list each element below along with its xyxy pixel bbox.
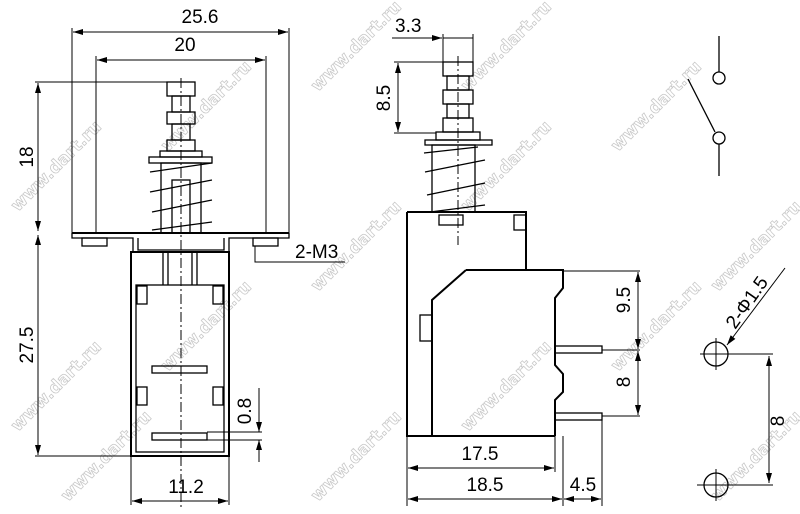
dim-pin-thickness: 0.8: [235, 398, 256, 424]
watermark-text: www.dart.ru: [157, 277, 256, 376]
contact-pin: [554, 345, 603, 354]
dim-body-depth: 17.5: [462, 444, 499, 465]
dim-pin-top-offset: 9.5: [614, 287, 635, 313]
dim-depth-to-pins: 18.5: [467, 475, 504, 496]
dim-plunger-width: 3.3: [395, 16, 421, 37]
dim-plunger-height: 18: [17, 146, 38, 167]
contact-pin: [151, 432, 208, 441]
side-view: 3.3 8.5 9.5 8 17.5 18.5 4.5: [374, 16, 641, 506]
dim-overall-width: 25.6: [182, 7, 219, 28]
watermarks: www.dart.ru www.dart.ru www.dart.ru www.dar…: [7, 0, 800, 506]
dim-pin-length: 4.5: [570, 475, 596, 496]
dim-plunger-travel: 8.5: [374, 85, 395, 111]
dim-body-width: 11.2: [168, 477, 204, 498]
watermark-text: www.dart.ru: [607, 57, 706, 156]
front-view: 25.6 20 18 27.5 2-M3 0.8 11.2: [17, 7, 345, 510]
watermark-text: www.dart.ru: [457, 337, 556, 436]
dim-pin-spacing: 8: [614, 377, 635, 388]
contact-pin: [554, 412, 603, 421]
dim-hole-spacing: 8: [768, 416, 789, 427]
contact-pin: [151, 365, 208, 374]
watermark-text: www.dart.ru: [307, 407, 406, 506]
switch-symbol: [687, 36, 726, 176]
dim-body-height: 27.5: [17, 327, 38, 364]
watermark-text: www.dart.ru: [307, 0, 406, 96]
mount-screw-label: 2-M3: [295, 242, 338, 263]
dim-mount-width: 20: [174, 35, 195, 56]
watermark-text: www.dart.ru: [457, 0, 556, 96]
